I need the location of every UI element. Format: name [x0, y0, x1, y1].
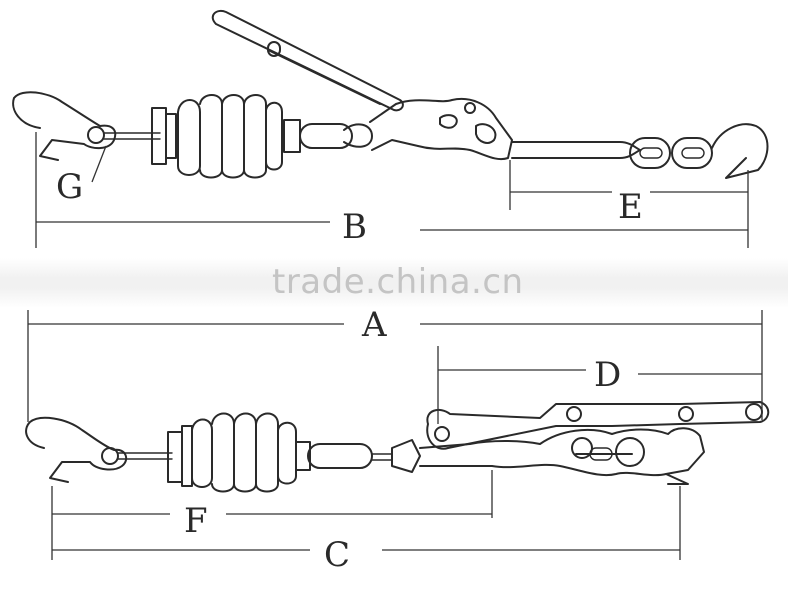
top-left-hook — [12, 91, 117, 161]
bottom-load-binder — [25, 401, 770, 493]
bottom-lever — [426, 401, 770, 450]
top-dimensions — [35, 132, 749, 248]
bottom-body — [419, 427, 705, 477]
label-a: A — [361, 305, 387, 345]
label-e: E — [618, 187, 643, 227]
top-chain-link-1 — [629, 137, 671, 169]
bottom-link — [307, 443, 373, 469]
watermark-band — [0, 258, 788, 308]
top-link — [299, 123, 353, 149]
label-g: G — [56, 167, 83, 207]
bottom-dimensions — [27, 310, 763, 560]
top-right-hook — [711, 123, 769, 179]
label-d: D — [594, 355, 621, 395]
watermark-text: trade.china.cn — [272, 262, 524, 302]
top-lever-body — [369, 98, 513, 160]
top-left-nut — [151, 107, 167, 165]
label-b: B — [342, 207, 367, 247]
top-left-eye — [87, 126, 105, 144]
label-c: C — [324, 535, 350, 575]
label-f: F — [184, 501, 208, 541]
top-load-binder — [12, 10, 769, 179]
bottom-lever-pivot — [434, 426, 450, 442]
top-spring — [177, 94, 283, 179]
top-chain-link-2 — [671, 137, 713, 169]
bottom-spring — [191, 412, 297, 493]
bottom-left-hook — [25, 416, 128, 483]
top-handle — [211, 10, 404, 112]
bottom-left-eye — [101, 447, 119, 465]
bottom-left-nut — [167, 431, 183, 483]
